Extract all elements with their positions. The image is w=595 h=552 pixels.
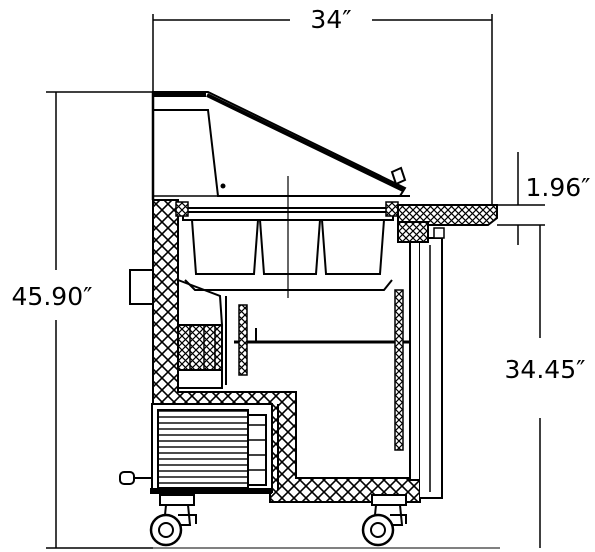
left-caster bbox=[149, 494, 197, 547]
work-surface-height-dimension: 34.45″ bbox=[505, 225, 586, 548]
cutting-board-dimension: 1.96″ bbox=[497, 152, 591, 245]
total-height-label: 45.90″ bbox=[12, 282, 93, 311]
front-door bbox=[409, 227, 445, 499]
right-pan-rail bbox=[385, 201, 399, 217]
power-cord bbox=[119, 471, 153, 485]
condensing-unit bbox=[150, 409, 272, 494]
work-surface-height-label: 34.45″ bbox=[505, 355, 586, 384]
side-bracket bbox=[129, 269, 154, 305]
total-height-dimension: 45.90″ bbox=[12, 91, 153, 549]
interior-shelf bbox=[234, 289, 410, 451]
right-caster bbox=[361, 494, 407, 547]
cutting-board bbox=[396, 195, 498, 243]
width-dimension: 34″ bbox=[152, 5, 493, 205]
evaporator bbox=[177, 278, 227, 389]
cutting-board-label: 1.96″ bbox=[525, 173, 590, 202]
width-label: 34″ bbox=[310, 5, 351, 34]
lid bbox=[151, 91, 407, 200]
left-pan-rail bbox=[175, 201, 189, 217]
